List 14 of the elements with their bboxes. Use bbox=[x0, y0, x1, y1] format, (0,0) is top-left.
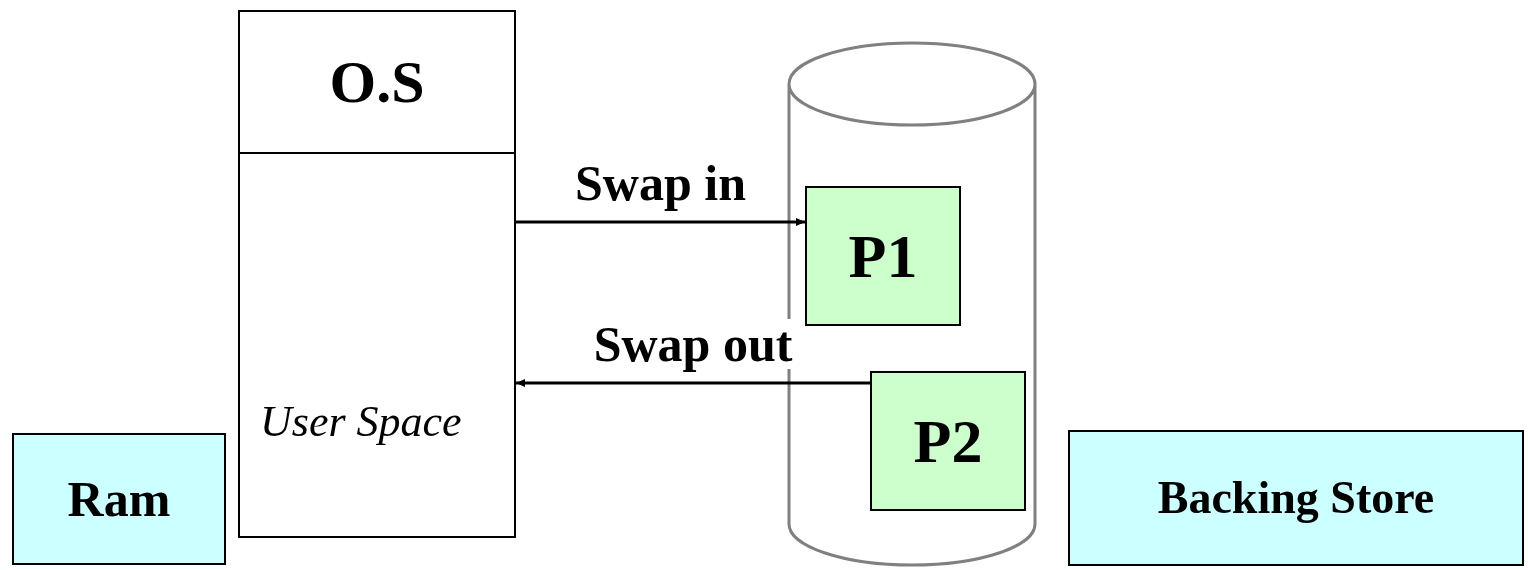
ram-label-box bbox=[12, 433, 226, 565]
process-box bbox=[870, 371, 1026, 511]
ram-label: Ram bbox=[67, 474, 171, 524]
backing-store-label-box bbox=[1068, 430, 1524, 566]
backing-store-label: Backing Store bbox=[1157, 475, 1435, 521]
arrow bbox=[516, 379, 870, 387]
os-memory-box bbox=[238, 10, 516, 154]
user-space-box bbox=[238, 152, 516, 538]
arrow bbox=[516, 218, 805, 226]
os-label: O.S bbox=[329, 52, 425, 112]
user-space-label: User Space bbox=[260, 400, 462, 444]
process-label: P2 bbox=[913, 410, 983, 472]
process-label: P1 bbox=[848, 225, 918, 287]
process-box bbox=[805, 186, 961, 326]
